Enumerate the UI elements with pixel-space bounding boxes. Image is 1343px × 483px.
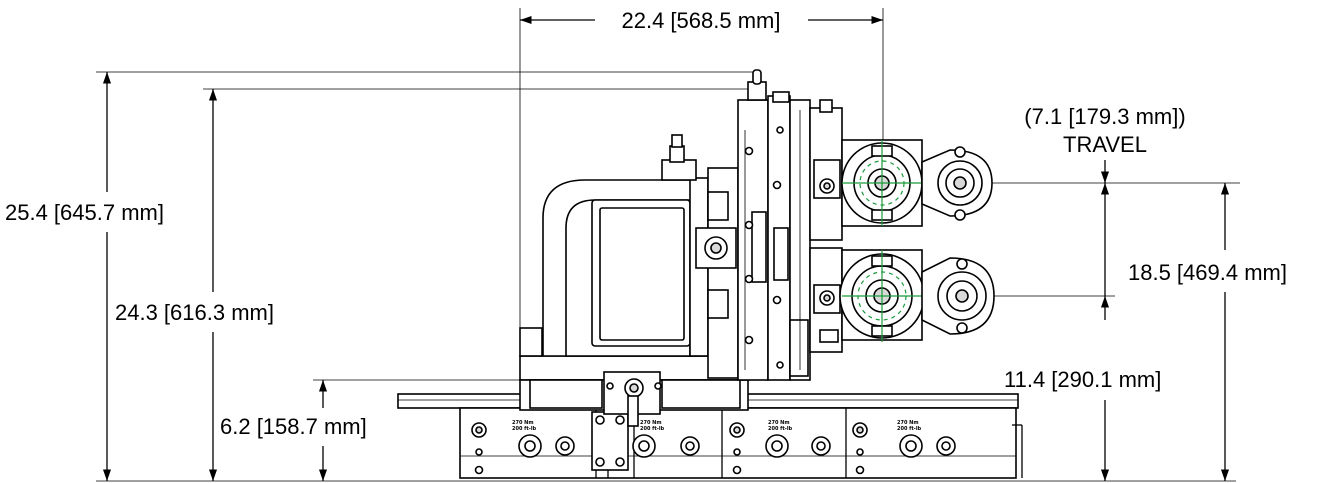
- vertical-column: [695, 69, 811, 381]
- rail-label-1-line1: 270 Nm: [512, 420, 534, 426]
- rail-label-3-line1: 270 Nm: [768, 420, 790, 426]
- rail-label-4-line2: 200 ft-lb: [897, 426, 922, 432]
- dim-spindle-lower: 11.4 [290.1 mm]: [1004, 367, 1161, 392]
- dim-travel-value: (7.1 [179.3 mm]): [1024, 104, 1185, 129]
- rail-label-2-line1: 270 Nm: [640, 420, 662, 426]
- dim-base-height: 6.2 [158.7 mm]: [220, 414, 367, 439]
- mount-plates: [809, 99, 843, 353]
- dim-overall-width: 22.4 [568.5 mm]: [622, 8, 781, 33]
- dim-spindle-upper: 18.5 [469.4 mm]: [1128, 260, 1287, 285]
- rail-label-1-line2: 200 ft-lb: [512, 426, 537, 432]
- rail-label-4-line1: 270 Nm: [897, 420, 919, 426]
- dim-overall-height: 25.4 [645.7 mm]: [5, 200, 164, 225]
- frame-housing: [542, 134, 709, 357]
- upper-spindle-head: [841, 139, 993, 227]
- dim-travel-label: TRAVEL: [1063, 132, 1147, 157]
- lower-spindle-head: [839, 249, 995, 342]
- dimension-lines: [96, 8, 1240, 482]
- rail-label-3-line2: 200 ft-lb: [768, 426, 793, 432]
- rail-label-2-line2: 200 ft-lb: [640, 426, 665, 432]
- dim-frame-height: 24.3 [616.3 mm]: [115, 300, 274, 325]
- rail-bolt-group: [471, 422, 956, 475]
